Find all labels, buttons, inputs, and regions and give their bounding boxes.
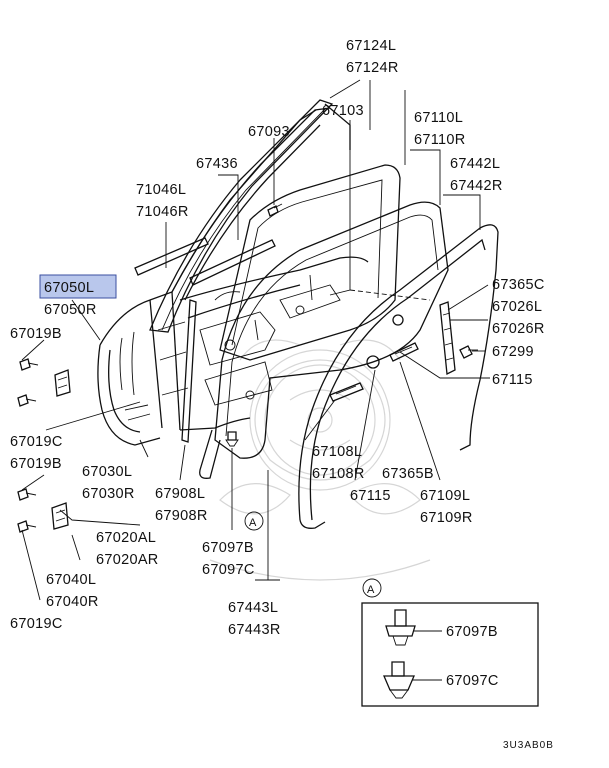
body-weatherstrip[interactable] <box>298 224 499 529</box>
label-67124R[interactable]: 67124R <box>346 60 399 76</box>
selected-part-highlight <box>39 274 117 299</box>
label-67050L[interactable]: 67050L <box>44 280 94 296</box>
callout-a-main: A <box>244 511 264 531</box>
hinge-lower-icon[interactable] <box>51 502 69 530</box>
leader-lines <box>21 79 490 601</box>
door-shell[interactable] <box>97 107 369 446</box>
label-67030R[interactable]: 67030R <box>82 486 135 502</box>
label-71046L[interactable]: 71046L <box>136 182 186 198</box>
label-67026R[interactable]: 67026R <box>492 321 545 337</box>
bolt-icon[interactable] <box>459 345 478 359</box>
part-labels: 67124L 67124R 67103 67110L 67110R 67093 … <box>10 38 554 751</box>
label-67908L[interactable]: 67908L <box>155 486 205 502</box>
door-weatherstrip[interactable] <box>214 201 449 459</box>
label-67115-right[interactable]: 67115 <box>492 372 533 388</box>
clip-67097c-icon[interactable] <box>383 661 442 699</box>
label-67097B[interactable]: 67097B <box>202 540 254 556</box>
label-detail-67097C[interactable]: 67097C <box>446 673 499 689</box>
label-67050R[interactable]: 67050R <box>44 302 97 318</box>
label-67108L[interactable]: 67108L <box>312 444 362 460</box>
label-67019C-lower[interactable]: 67019C <box>10 616 63 632</box>
belt-molding[interactable] <box>134 237 209 276</box>
label-67115-lower[interactable]: 67115 <box>350 488 391 504</box>
label-67097C[interactable]: 67097C <box>202 562 255 578</box>
svg-text:A: A <box>249 517 257 529</box>
label-67299[interactable]: 67299 <box>492 344 534 360</box>
label-67110L[interactable]: 67110L <box>414 110 463 126</box>
label-67020AL[interactable]: 67020AL <box>96 530 156 546</box>
label-67436[interactable]: 67436 <box>196 156 238 172</box>
clip-67097-main-icon[interactable] <box>225 431 239 447</box>
label-71046R[interactable]: 71046R <box>136 204 189 220</box>
label-67443R[interactable]: 67443R <box>228 622 281 638</box>
label-67103[interactable]: 67103 <box>322 103 364 119</box>
label-detail-67097B[interactable]: 67097B <box>446 624 498 640</box>
clip-67365b-icon[interactable] <box>366 355 380 369</box>
clip-67097b-icon[interactable] <box>385 609 442 646</box>
label-67109R[interactable]: 67109R <box>420 510 473 526</box>
hinge-bolt-icon[interactable] <box>17 358 39 533</box>
label-67108R[interactable]: 67108R <box>312 466 365 482</box>
screw-icon[interactable] <box>267 203 283 217</box>
label-67019B-upper[interactable]: 67019B <box>10 326 62 342</box>
label-67026L[interactable]: 67026L <box>492 299 542 315</box>
label-67365B[interactable]: 67365B <box>382 466 434 482</box>
label-67020AR[interactable]: 67020AR <box>96 552 159 568</box>
label-67109L[interactable]: 67109L <box>420 488 470 504</box>
label-67442R[interactable]: 67442R <box>450 178 503 194</box>
detail-box-a: A <box>361 578 539 707</box>
window-glass[interactable] <box>219 164 401 361</box>
lower-strip[interactable] <box>181 299 197 443</box>
door-garnish[interactable] <box>439 301 456 376</box>
label-67040L[interactable]: 67040L <box>46 572 96 588</box>
svg-text:A: A <box>367 584 375 596</box>
hinge-icon[interactable] <box>54 369 71 397</box>
glass-run-channel[interactable] <box>149 99 351 479</box>
label-67110R[interactable]: 67110R <box>414 132 466 148</box>
label-67030L[interactable]: 67030L <box>82 464 132 480</box>
label-67093[interactable]: 67093 <box>248 124 290 140</box>
inner-belt-weatherstrip[interactable] <box>189 239 276 286</box>
label-67019B-lower[interactable]: 67019B <box>10 456 62 472</box>
figure-code: 3U3AB0B <box>503 740 554 751</box>
label-67908R[interactable]: 67908R <box>155 508 208 524</box>
label-67365C[interactable]: 67365C <box>492 277 545 293</box>
label-67442L[interactable]: 67442L <box>450 156 500 172</box>
clip-67365c-icon[interactable] <box>392 314 404 326</box>
label-67443L[interactable]: 67443L <box>228 600 278 616</box>
lower-sash-strip[interactable] <box>329 342 419 402</box>
label-67040R[interactable]: 67040R <box>46 594 99 610</box>
label-67019C-upper[interactable]: 67019C <box>10 434 63 450</box>
label-67124L[interactable]: 67124L <box>346 38 396 54</box>
